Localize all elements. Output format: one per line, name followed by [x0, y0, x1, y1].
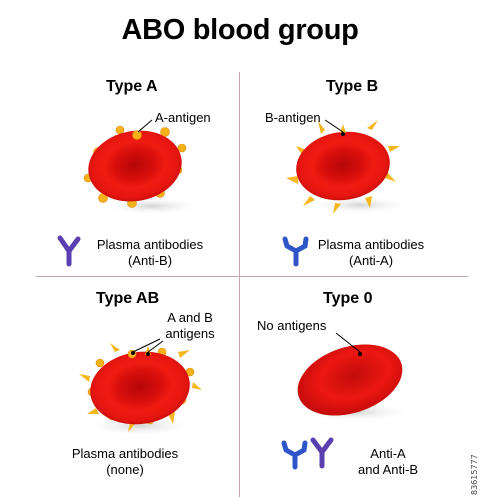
type-ab-antibodies: Plasma antibodies (none)	[60, 446, 190, 478]
type-ab-cell	[79, 338, 202, 436]
stock-id: 83615777	[470, 454, 479, 495]
ab-antigen-line1: A and B	[167, 310, 213, 325]
type-b-antibodies-line1: Plasma antibodies	[317, 237, 425, 252]
type-a-antibodies-line1: Plasma antibodies	[96, 237, 204, 252]
anti-b-antibody-icon	[57, 235, 81, 267]
anti-a-antibody-icon	[282, 236, 309, 267]
type-o-title: Type 0	[323, 290, 373, 307]
horizontal-divider	[36, 276, 468, 277]
ab-antigen-line2: antigens	[165, 326, 215, 341]
type-a-cell	[83, 119, 202, 215]
type-ab-title: Type AB	[96, 290, 160, 307]
type-o-cell	[297, 332, 414, 422]
type-b-antibodies: Plasma antibodies (Anti-A)	[301, 237, 441, 269]
type-b-title: Type B	[326, 78, 379, 95]
type-o-antibodies-line2: and Anti-B	[358, 462, 418, 477]
type-o-antibodies: Anti-A and Anti-B	[338, 446, 438, 478]
vertical-divider	[239, 72, 240, 497]
ab-antigen-label: A and B antigens	[150, 310, 230, 342]
type-a-title: Type A	[106, 78, 158, 95]
type-a-antibodies-line2: (Anti-B)	[127, 253, 173, 268]
o-antigen-label: No antigens	[257, 318, 327, 333]
type-b-antibodies-line2: (Anti-A)	[348, 253, 394, 268]
a-antigen-marker	[132, 130, 142, 140]
type-o-antibodies-line1: Anti-A	[370, 446, 406, 461]
a-antigen-label: A-antigen	[155, 110, 211, 125]
b-antigen-label: B-antigen	[265, 110, 321, 125]
anti-a-antibody-icon-o	[281, 440, 308, 470]
type-a-antibodies: Plasma antibodies (Anti-B)	[80, 237, 220, 269]
type-ab-antibodies-line2: (none)	[106, 462, 144, 477]
anti-b-antibody-icon-o	[310, 437, 334, 469]
type-b-cell	[286, 119, 410, 214]
type-ab-antibodies-line1: Plasma antibodies	[71, 446, 179, 461]
diagram-title: ABO blood group	[121, 14, 359, 46]
